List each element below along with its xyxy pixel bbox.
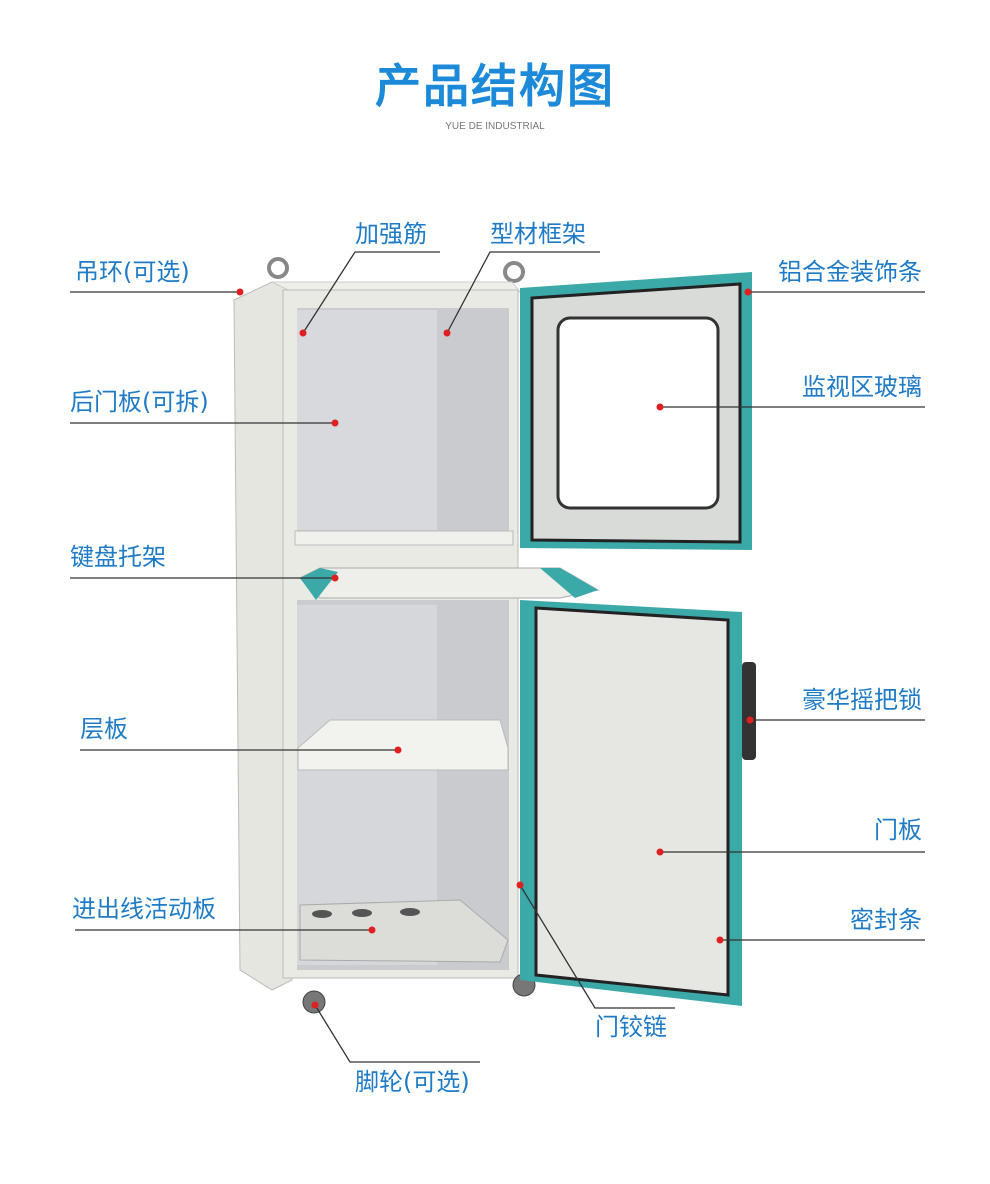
label-viewing-glass: 监视区玻璃	[802, 373, 922, 401]
callout-markers	[236, 288, 754, 1009]
page-title: 产品结构图	[375, 59, 615, 113]
label-rear-panel: 后门板(可拆)	[70, 388, 209, 416]
upper-shelf	[294, 530, 514, 546]
callout-lines	[70, 251, 925, 1063]
cable-hole	[352, 909, 372, 917]
lifting-ring-right	[503, 261, 525, 283]
viewing-glass	[556, 316, 720, 510]
lifting-ring-left	[267, 257, 289, 279]
label-caster: 脚轮(可选)	[355, 1068, 470, 1096]
page-subtitle: YUE DE INDUSTRIAL	[445, 121, 545, 132]
label-profile-frame: 型材框架	[490, 220, 586, 248]
label-aluminum-trim: 铝合金装饰条	[778, 258, 922, 286]
cable-hole	[312, 910, 332, 918]
label-door-hinge: 门铰链	[595, 1013, 667, 1041]
label-lifting-ring: 吊环(可选)	[75, 258, 190, 286]
keyboard-tray-bracket-right	[540, 568, 598, 598]
shelf	[297, 719, 509, 771]
label-reinforcing-rib: 加强筋	[355, 220, 427, 248]
cable-hole	[400, 908, 420, 916]
rear-panel-upper	[297, 310, 437, 530]
label-handle-lock: 豪华摇把锁	[802, 686, 922, 714]
cable-plate	[299, 899, 509, 963]
label-shelf: 层板	[80, 715, 128, 743]
keyboard-tray-bracket-left	[300, 568, 338, 600]
label-door-panel: 门板	[874, 816, 922, 844]
handle-lock	[742, 662, 756, 760]
cabinet-illustration	[233, 257, 756, 1014]
label-seal-strip: 密封条	[850, 906, 922, 934]
label-keyboard-tray: 键盘托架	[70, 543, 166, 571]
label-cable-plate: 进出线活动板	[72, 895, 216, 923]
door-panel	[534, 606, 730, 997]
